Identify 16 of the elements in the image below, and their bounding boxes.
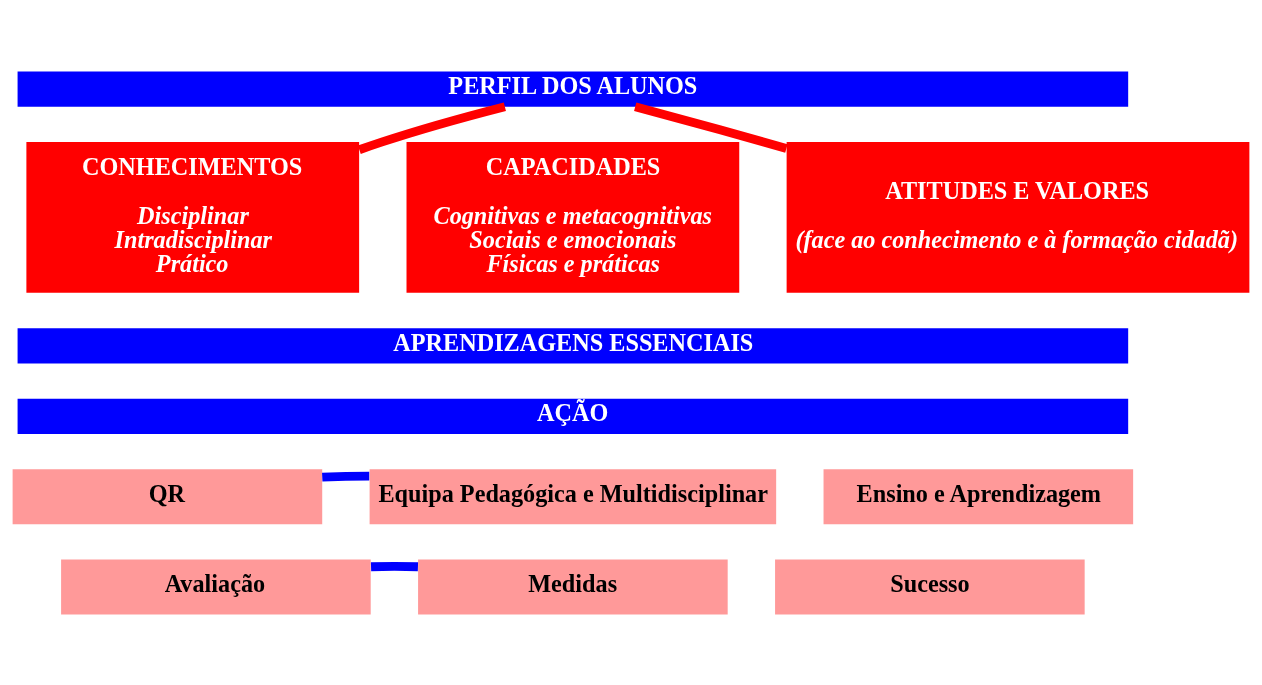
connector bbox=[634, 102, 788, 153]
node-box: CAPACIDADES Cognitivas e metacognitivas Sociais e emocionais Físicas e práticas bbox=[406, 141, 740, 293]
connector bbox=[357, 101, 506, 154]
node-box: Avaliação bbox=[61, 559, 371, 615]
node-box: Equipa Pedagógica e Multidisciplinar bbox=[369, 468, 777, 524]
node-box: Ensino e Aprendizagem bbox=[823, 468, 1134, 524]
node-box: PERFIL DOS ALUNOS bbox=[17, 70, 1129, 107]
node-box: ATITUDES E VALORES (face ao conhecimento e à formação cidadã) bbox=[786, 141, 1250, 293]
node-box: QR bbox=[12, 468, 323, 524]
node-box: AÇÃO bbox=[17, 398, 1129, 434]
node-box: CONHECIMENTOS Disciplinar Intradisciplinar Prático bbox=[26, 141, 360, 293]
connector bbox=[370, 561, 419, 571]
connector bbox=[322, 471, 370, 482]
node-box: APRENDIZAGENS ESSENCIAIS bbox=[17, 327, 1129, 363]
node-box: Sucesso bbox=[775, 559, 1085, 615]
node-box: Medidas bbox=[418, 559, 728, 615]
